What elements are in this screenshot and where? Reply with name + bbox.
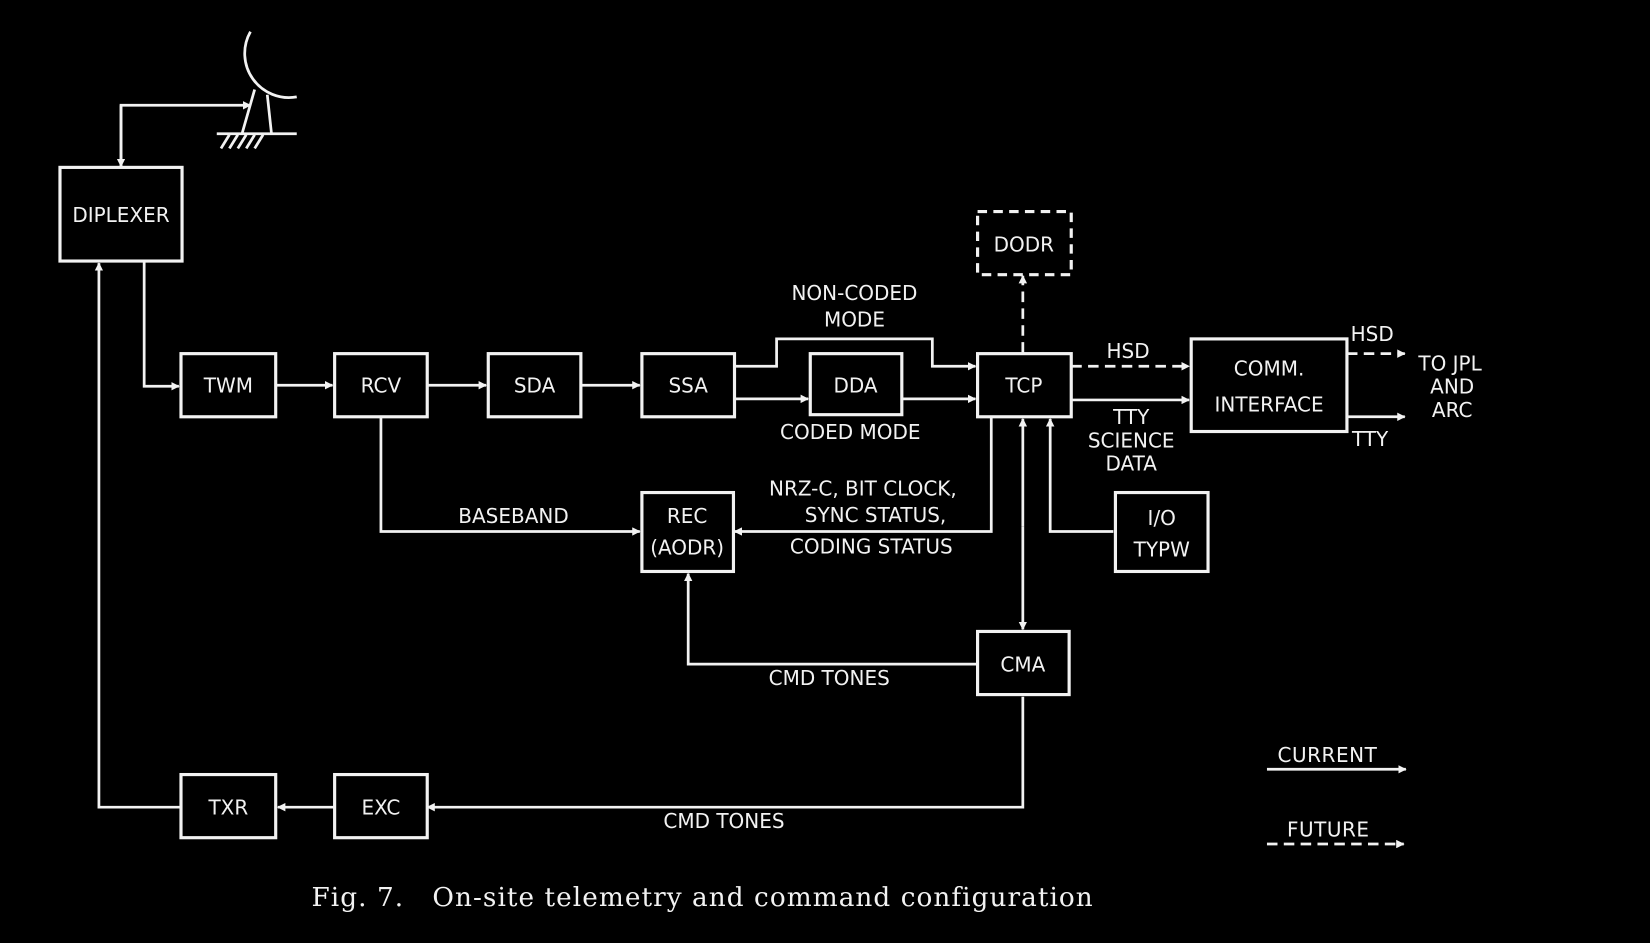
connections [94,101,1406,812]
label-status-2: SYNC STATUS, [805,503,946,527]
antenna-icon [216,30,297,150]
block-dda[interactable]: DDA [808,352,904,417]
legend-current-label: CURRENT [1277,743,1377,767]
io-to-tcp [1045,418,1114,533]
status-path [733,416,993,536]
svg-text:TYPW: TYPW [1133,538,1190,562]
block-sda[interactable]: SDA [486,352,583,419]
block-comm-interface[interactable]: COMM. INTERFACE [1189,337,1349,434]
baseband-path [379,416,641,536]
svg-text:CMA: CMA [1000,652,1045,676]
svg-text:TXR: TXR [207,796,248,820]
label-status-3: CODING STATUS [790,535,953,559]
figure-caption: Fig. 7. On-site telemetry and command co… [311,883,1093,913]
block-txr[interactable]: TXR [179,772,278,840]
label-tty-out: TTY [1351,427,1389,451]
svg-text:EXC: EXC [362,796,401,820]
svg-text:TWM: TWM [203,374,253,398]
label-hsd-out: HSD [1351,322,1394,346]
svg-text:COMM.: COMM. [1234,357,1305,381]
cma-to-exc [426,696,1025,812]
label-arc: ARC [1432,398,1473,422]
svg-text:REC: REC [667,504,707,528]
label-and: AND [1430,375,1474,399]
label-data: DATA [1105,451,1157,475]
diplexer-to-twm [142,261,180,391]
svg-text:DIPLEXER: DIPLEXER [72,203,169,227]
legend: CURRENT FUTURE [1266,743,1407,849]
label-cmd-tones-upper: CMD TONES [769,666,890,690]
legend-future-label: FUTURE [1287,818,1370,842]
label-science: SCIENCE [1088,428,1175,452]
label-hsd-in: HSD [1107,339,1150,363]
svg-text:SSA: SSA [668,374,708,398]
label-non-coded-mode: MODE [824,307,885,331]
block-exc[interactable]: EXC [333,772,429,840]
block-dodr[interactable]: DODR [976,210,1073,277]
label-tty: TTY [1112,405,1150,429]
cma-to-rec [683,572,977,666]
label-status-1: NRZ-C, BIT CLOCK, [769,477,957,501]
block-cma[interactable]: CMA [976,629,1071,697]
svg-text:INTERFACE: INTERFACE [1215,393,1324,417]
block-twm[interactable]: TWM [179,352,278,419]
svg-text:TCP: TCP [1004,374,1042,398]
svg-text:DDA: DDA [833,374,877,398]
svg-text:I/O: I/O [1148,506,1176,530]
svg-text:SDA: SDA [514,374,556,398]
txr-to-diplexer [94,262,181,809]
svg-text:(AODR): (AODR) [650,536,724,560]
block-diplexer[interactable]: DIPLEXER [58,165,184,263]
label-non-coded: NON-CODED [791,281,917,305]
block-tcp[interactable]: TCP [976,352,1073,419]
diplexer-antenna-link [119,101,252,167]
svg-text:DODR: DODR [994,233,1055,257]
block-rec-aodr[interactable]: REC (AODR) [640,490,736,574]
block-io-typw[interactable]: I/O TYPW [1113,490,1210,574]
label-cmd-tones-lower: CMD TONES [663,809,784,833]
label-baseband: BASEBAND [458,504,568,528]
label-to-jpl: TO JPL [1417,351,1482,375]
block-rcv[interactable]: RCV [333,352,429,419]
svg-text:RCV: RCV [361,374,402,398]
block-ssa[interactable]: SSA [640,352,737,419]
non-coded-path [734,337,977,371]
label-coded-mode: CODED MODE [780,420,920,444]
